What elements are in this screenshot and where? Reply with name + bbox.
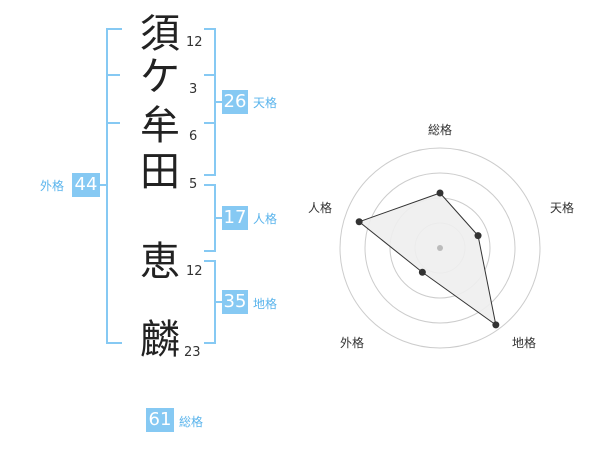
name-char-6: 麟	[140, 317, 180, 363]
fortune-radar-chart	[339, 147, 541, 349]
tenkaku-bracket-tick-2	[204, 122, 214, 124]
stroke-count-4: 5	[189, 177, 198, 192]
stroke-count-2: 3	[189, 82, 198, 97]
tenkaku-label: 天格	[253, 96, 278, 110]
radar-axis-label-chikaku: 地格	[511, 336, 536, 350]
tenkaku-bracket-tick-1	[204, 74, 214, 76]
radar-center-dot	[437, 245, 443, 251]
soukaku-badge: 61	[146, 408, 174, 432]
gaikaku-bracket-tick-1	[106, 74, 120, 76]
chikaku-badge: 35	[222, 290, 248, 314]
radar-point-5	[355, 218, 363, 226]
gaikaku-bracket-tick-2	[106, 122, 120, 124]
gaikaku-badge: 44	[72, 173, 100, 197]
radar-axis-label-jinkaku: 人格	[307, 201, 332, 215]
name-char-1: 須	[140, 11, 180, 57]
tenkaku-bracket-stub	[216, 101, 222, 103]
gaikaku-bracket-stub	[96, 184, 106, 186]
chikaku-label: 地格	[253, 297, 278, 311]
gaikaku-bracket	[106, 28, 122, 344]
tenkaku-badge: 26	[222, 90, 248, 114]
name-char-3: 牟	[140, 103, 180, 149]
radar-point-2	[474, 232, 482, 240]
radar-axis-label-tenkaku: 天格	[549, 201, 574, 215]
radar-point-1	[436, 189, 444, 197]
radar-point-3	[492, 321, 500, 329]
radar-ring	[339, 147, 541, 349]
chikaku-bracket-stub	[216, 301, 222, 303]
gaikaku-label: 外格	[40, 179, 65, 193]
jinkaku-badge: 17	[222, 206, 248, 230]
jinkaku-bracket-stub	[216, 217, 222, 219]
chikaku-bracket	[204, 260, 216, 344]
radar-point-4	[418, 268, 426, 276]
jinkaku-label: 人格	[253, 212, 278, 226]
name-char-5: 恵	[140, 239, 180, 285]
soukaku-label: 総格	[179, 415, 204, 429]
radar-ring	[364, 172, 516, 324]
radar-polygon	[358, 192, 497, 326]
radar-axis-label-soukaku: 総格	[427, 123, 452, 137]
tenkaku-bracket	[204, 28, 216, 176]
name-char-4: 田	[140, 149, 180, 195]
stroke-count-6: 23	[184, 345, 201, 360]
radar-axis-label-gaikaku: 外格	[339, 336, 364, 350]
stroke-count-3: 6	[189, 129, 198, 144]
stroke-count-1: 12	[186, 35, 203, 50]
jinkaku-bracket	[204, 184, 216, 252]
stroke-count-5: 12	[186, 264, 203, 279]
name-char-2: ケ	[140, 54, 180, 100]
